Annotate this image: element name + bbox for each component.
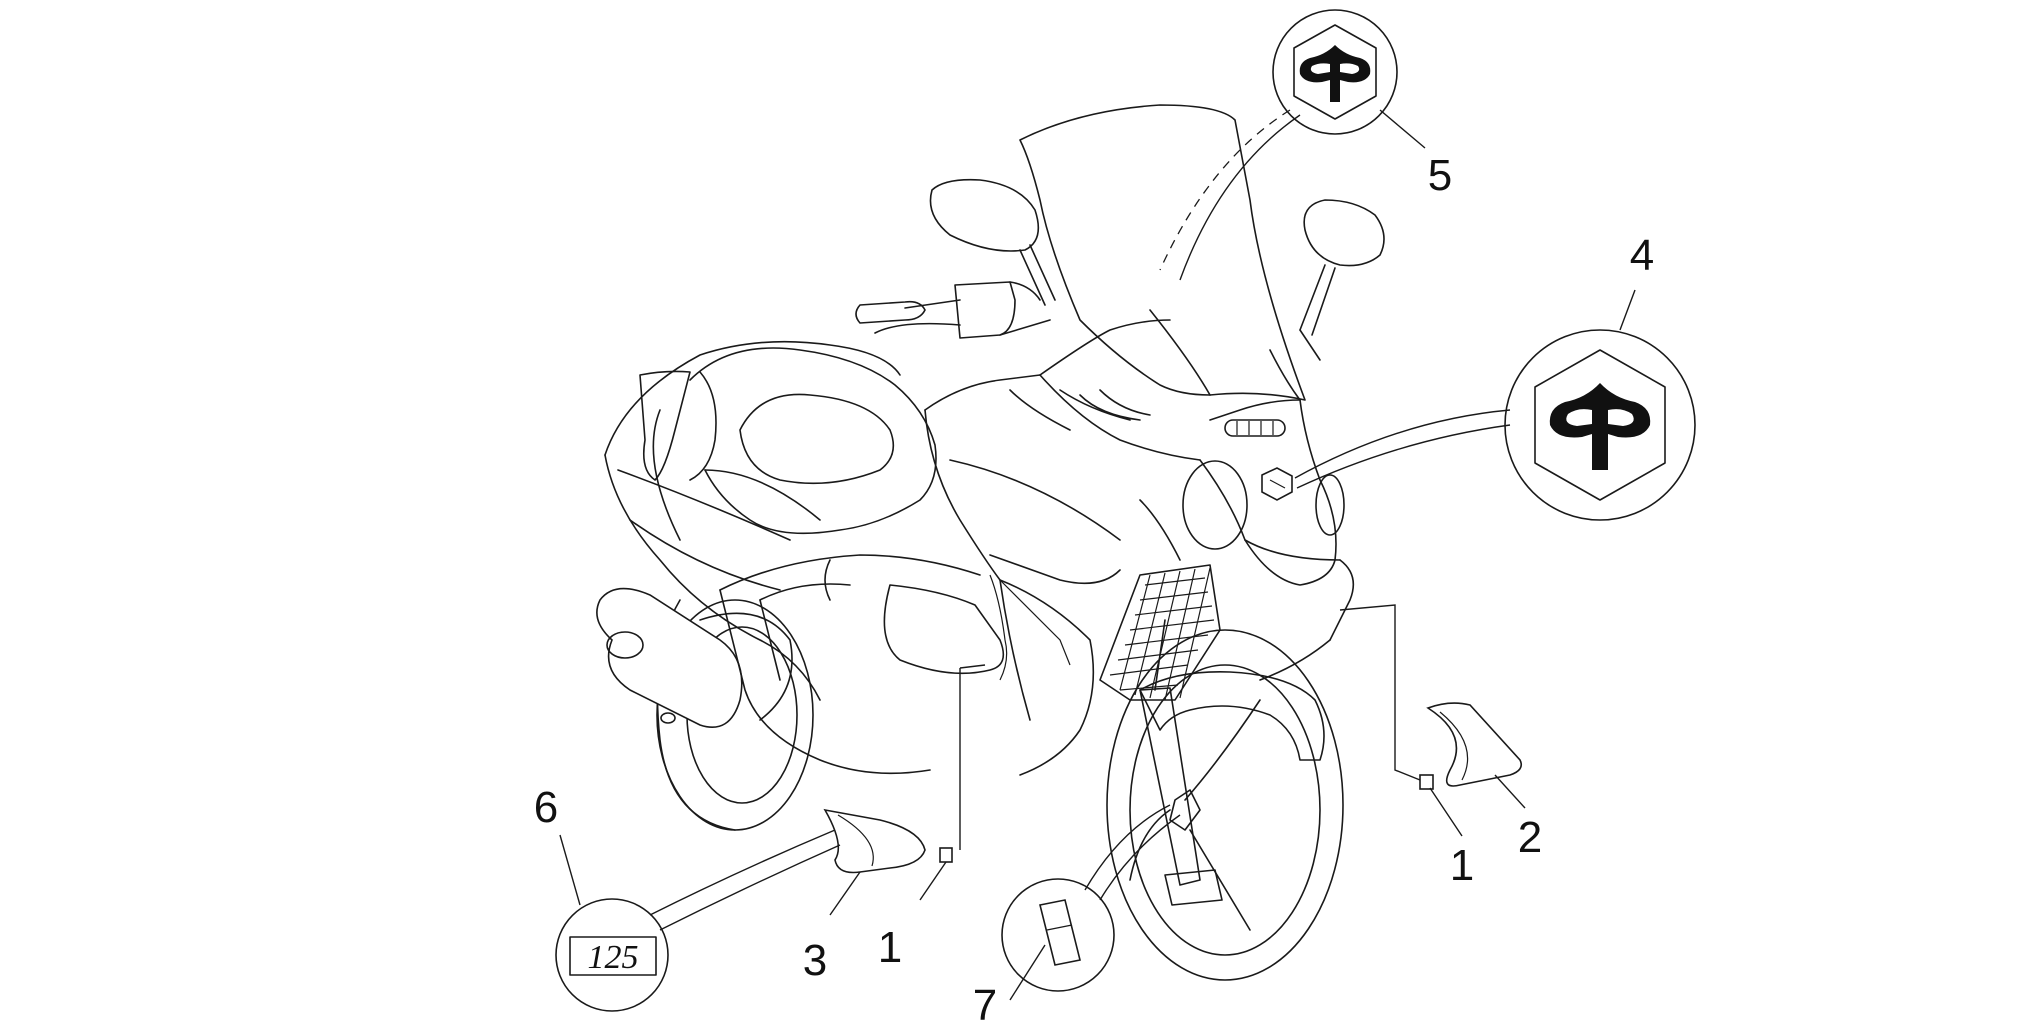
callout-numbers: 5 4 2 1 6 3 1 7 bbox=[534, 151, 1654, 1027]
decal-outline-leg-shield-2 bbox=[999, 579, 1071, 666]
callout-6: 6 bbox=[534, 783, 558, 832]
rear-body bbox=[604, 340, 901, 701]
part-1-clip-left bbox=[939, 847, 953, 863]
scooter-illustration bbox=[596, 104, 1385, 981]
floor-panel bbox=[719, 554, 1005, 775]
right-mirror bbox=[1299, 199, 1385, 361]
left-mirror bbox=[929, 178, 1056, 306]
callout-1-left: 1 bbox=[878, 923, 902, 972]
front-fairing bbox=[924, 319, 1355, 776]
callout-5: 5 bbox=[1428, 151, 1452, 200]
badge-6-displacement: 125 bbox=[555, 898, 669, 1012]
windscreen bbox=[1019, 104, 1306, 501]
rear-wheel bbox=[656, 599, 814, 831]
piaggio-logo-icon bbox=[1299, 45, 1371, 102]
front-fork bbox=[1139, 619, 1223, 906]
badge-5-emblem bbox=[1272, 9, 1398, 135]
leader-lines bbox=[559, 109, 1636, 1001]
badge-7-sticker bbox=[1001, 878, 1115, 992]
front-fender bbox=[1139, 671, 1325, 761]
callout-3: 3 bbox=[803, 936, 827, 985]
part-3-lower-decal bbox=[823, 808, 926, 874]
part-1-clip-right bbox=[1419, 774, 1434, 790]
handlebar bbox=[855, 281, 1051, 339]
decal-outline-leg-shield bbox=[989, 574, 1008, 681]
seat bbox=[689, 347, 937, 535]
piaggio-logo-icon bbox=[1549, 383, 1651, 470]
callout-4: 4 bbox=[1630, 231, 1654, 280]
part-2-side-decal bbox=[1426, 702, 1523, 787]
callout-1-right: 1 bbox=[1450, 841, 1474, 890]
callout-7: 7 bbox=[973, 981, 997, 1027]
displacement-label: 125 bbox=[588, 939, 639, 976]
badge-4-emblem bbox=[1504, 329, 1696, 521]
front-wheel bbox=[1106, 629, 1344, 981]
callout-2: 2 bbox=[1518, 813, 1542, 862]
